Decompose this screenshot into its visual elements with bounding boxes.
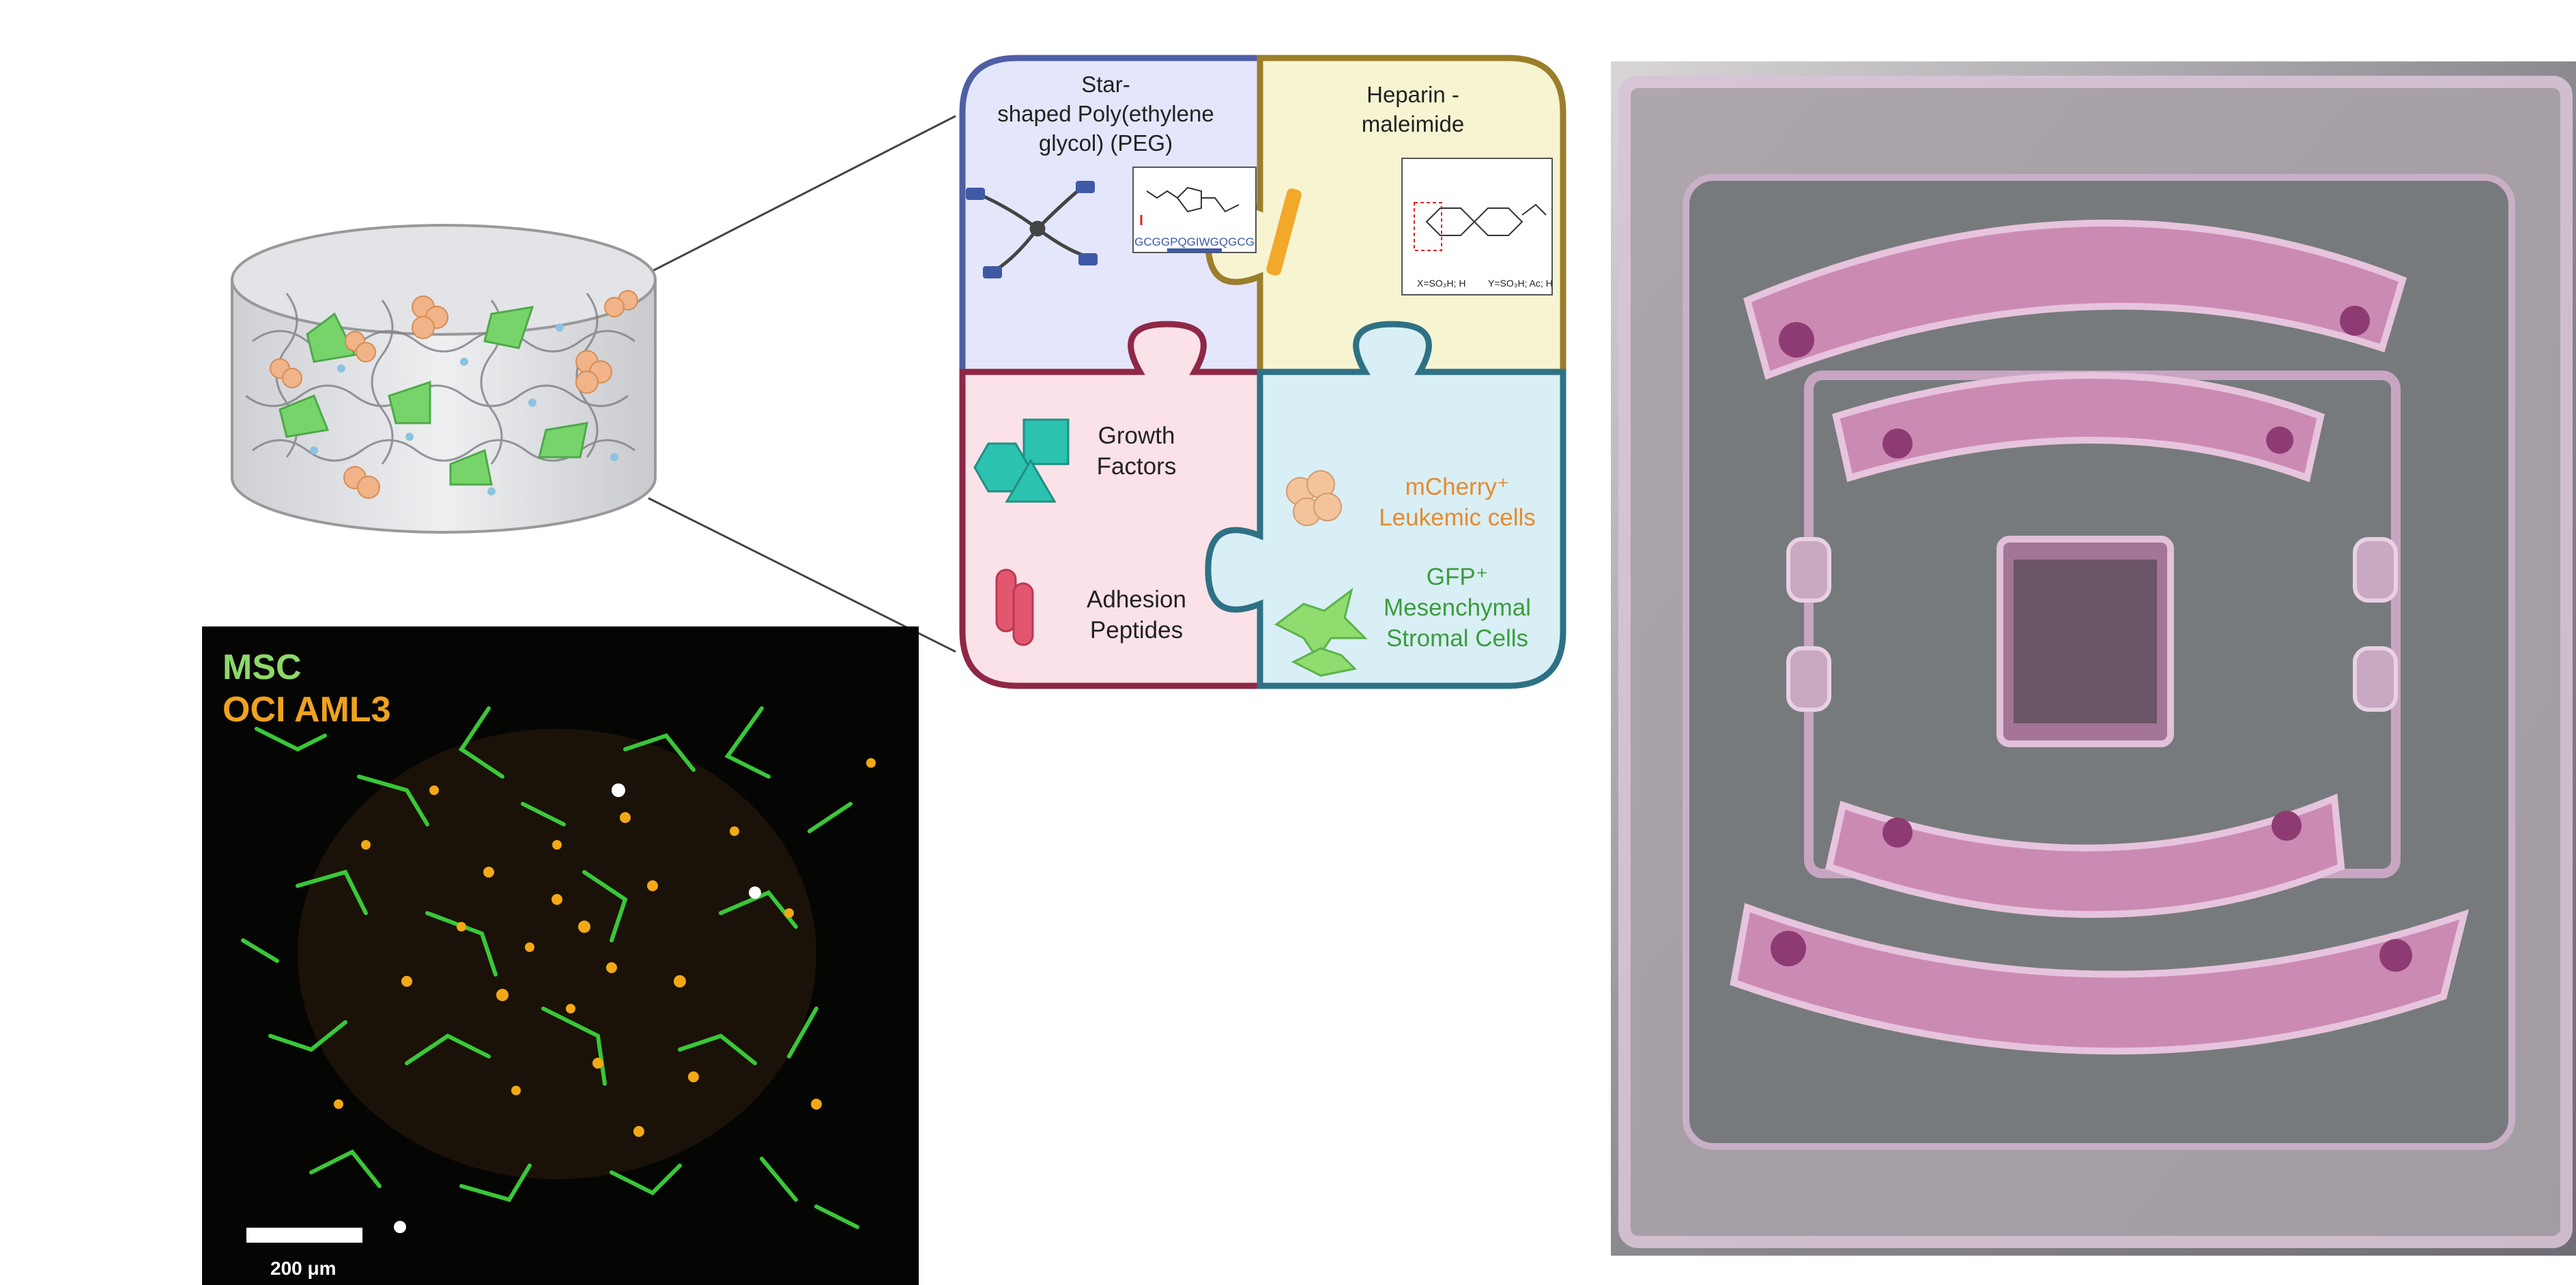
oci-aml3-label: OCI AML3 (223, 690, 391, 730)
scale-bar (246, 1228, 362, 1243)
stromal-cell-icon (1274, 588, 1368, 677)
bioprinted-device-photo (1611, 61, 2576, 1256)
heparin-label-line-1: Heparin - (1366, 82, 1459, 107)
growth-label-line-2: Factors (1097, 453, 1177, 480)
adhesion-label-line-1: Adhesion (1087, 586, 1186, 613)
puzzle-graphic: Star- shaped Poly(ethylene glycol) (PEG)… (959, 55, 1566, 689)
peg-label-line-3: glycol) (PEG) (1039, 130, 1173, 156)
growth-label-line-1: Growth (1098, 422, 1175, 449)
hydrogel-components-puzzle: Star- shaped Poly(ethylene glycol) (PEG)… (949, 51, 1577, 693)
adhesion-label-line-2: Peptides (1090, 617, 1183, 644)
stromal-label-line-2: Mesenchymal (1384, 594, 1531, 621)
leukemic-label-line-1: mCherry⁺ (1405, 474, 1510, 500)
micrograph-image (202, 626, 919, 1285)
heparin-rod-icon (1266, 188, 1302, 276)
peg-arm-caps (966, 181, 1098, 278)
leukemic-label-line-2: Leukemic cells (1379, 504, 1536, 531)
connector-line-top (648, 115, 956, 274)
msc-label: MSC (223, 648, 302, 687)
growth-factor-shapes-icon (973, 418, 1070, 503)
puzzle-piece-cells (1205, 321, 1566, 689)
stromal-label-line-1: GFP⁺ (1427, 564, 1488, 590)
peg-label-line-2: shaped Poly(ethylene (997, 101, 1214, 126)
adhesion-peptide-icon (995, 568, 1034, 646)
peg-label-line-1: Star- (1081, 72, 1130, 97)
heparin-x-note: X=SO₃H; H (1417, 278, 1465, 289)
hydrogel-cylinder-graphic (231, 224, 657, 534)
leukemic-cell-cluster-icon (1286, 470, 1342, 526)
hydrogel-cylinder-illustration (205, 205, 683, 560)
fluorescence-micrograph: MSC OCI AML3 200 μm (202, 626, 919, 1285)
stromal-label-line-3: Stromal Cells (1386, 625, 1528, 652)
peptide-sequence: GCGGPQGIWGQGCG (1134, 235, 1255, 248)
heparin-sugar-structure (1425, 203, 1547, 236)
scale-bar-label: 200 μm (270, 1258, 337, 1279)
heparin-label-line-2: maleimide (1362, 111, 1464, 136)
peg-maleimide-structure (1146, 186, 1240, 213)
device-photo-image (1611, 61, 2576, 1256)
heparin-chemistry-box (1401, 158, 1553, 295)
heparin-y-note: Y=SO₃H; Ac; H (1488, 278, 1553, 289)
